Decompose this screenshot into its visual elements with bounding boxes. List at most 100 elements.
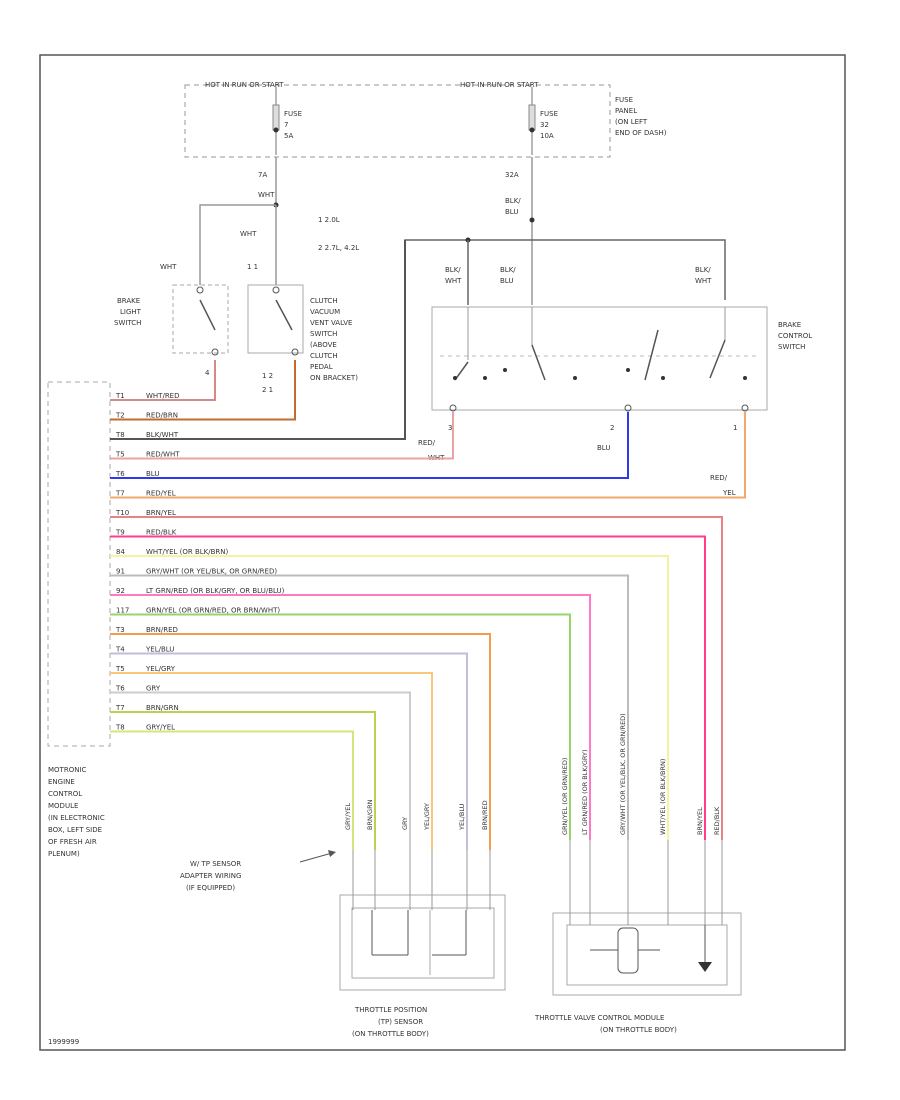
ecm-wire — [110, 240, 406, 440]
brake-light-pin: 4 — [205, 369, 210, 377]
ecm-wire-label: BRN/GRN — [146, 704, 179, 712]
ecm-wire — [110, 672, 433, 850]
ecm-label-line: PLENUM) — [48, 850, 80, 858]
ecm-wire-label: RED/WHT — [146, 451, 180, 459]
ecm-pin-label: T5 — [115, 451, 125, 459]
ecm-wire-label: WHT/YEL (OR BLK/BRN) — [146, 548, 229, 556]
brake-pin: 1 — [733, 424, 737, 432]
fuse-left-circuit: 7A — [258, 171, 267, 179]
ecm-wire-label: LT GRN/RED (OR BLK/GRY, OR BLU/BLU) — [146, 587, 285, 595]
ecm-wire-label: RED/BLK — [146, 529, 177, 537]
brake-wire-label: BLU — [500, 277, 513, 285]
ecm-wire-label: GRN/YEL (OR GRN/RED, OR BRN/WHT) — [146, 607, 280, 615]
ecm-wire — [110, 730, 354, 850]
ecm-label-line: CONTROL — [48, 790, 82, 798]
ecm-label-line: MODULE — [48, 802, 78, 810]
clutch-switch-line: (ABOVE — [310, 341, 337, 349]
tvcm-wire-label: BRN/YEL — [696, 807, 704, 835]
clutch-switch-label: CLUTCH VACUUM VENT VALVE SWITCH (ABOVE C… — [310, 297, 358, 382]
tp-wire-label: BRN/GRN — [366, 799, 374, 830]
ecm-pin-label: 84 — [116, 548, 125, 556]
ecm-wire — [110, 633, 491, 850]
clutch-switch — [247, 284, 304, 356]
brake-control-switch-label: CONTROL — [778, 332, 812, 340]
tvcm-wire-label: LT GRN/RED (OR BLK/GRY) — [581, 750, 589, 835]
tp-sensor-label: THROTTLE POSITION — [354, 1006, 427, 1014]
ecm-pin-label: T1 — [115, 392, 125, 400]
note-line: 1 2.0L — [318, 216, 340, 224]
ecm-wire-label: RED/BRN — [146, 412, 178, 420]
brake-light-switch-label: SWITCH — [114, 319, 141, 327]
ecm-connector-box — [47, 381, 111, 747]
adapter-line: (IF EQUIPPED) — [186, 884, 235, 892]
ecm-wire-label: BRN/YEL — [146, 509, 176, 517]
ecm-wire — [110, 691, 411, 850]
ecm-label-line: OF FRESH AIR — [48, 838, 97, 846]
ecm-pin-label: T8 — [115, 724, 125, 732]
ecm-pin-label: T6 — [115, 470, 125, 478]
ecm-wire — [110, 652, 468, 850]
brake-control-switch-label: SWITCH — [778, 343, 805, 351]
ecm-wire-label: RED/YEL — [146, 490, 176, 498]
blk-blu-label: BLU — [505, 208, 518, 216]
ecm-wire — [110, 360, 296, 421]
clutch-switch-line: ON BRACKET) — [310, 374, 358, 382]
ecm-wire-label: BLK/WHT — [146, 431, 179, 439]
ecm-pin-label: T8 — [115, 431, 125, 439]
ecm-wire — [110, 412, 454, 460]
brake-light-switch — [172, 284, 229, 356]
throttle-valve-control-module — [552, 912, 742, 996]
brake-wire-label: WHT — [695, 277, 712, 285]
tp-wire-label: YEL/GRY — [423, 803, 431, 831]
ecm-wire — [110, 555, 669, 840]
ecm-wire-label: BRN/RED — [146, 626, 178, 634]
ecm-pin-label: T2 — [115, 412, 125, 420]
fuse-panel-line: FUSE — [615, 96, 633, 104]
ecm-wire — [110, 711, 376, 850]
ecm-wire-label: GRY/YEL — [146, 724, 175, 732]
brake-wire-label: BLK/ — [500, 266, 516, 274]
adapter-line: W/ TP SENSOR — [190, 860, 241, 868]
tvcm-wire-label: RED/BLK — [713, 806, 721, 835]
clutch-switch-line: VACUUM — [310, 308, 340, 316]
clutch-switch-line: SWITCH — [310, 330, 337, 338]
wht-top-label: WHT — [258, 191, 275, 199]
brake-control-switch-label: BRAKE — [778, 321, 801, 329]
brake-light-switch-label: BRAKE — [117, 297, 140, 305]
ecm-pin-label: T7 — [115, 704, 125, 712]
fuse-left: FUSE 7 5A 7A — [258, 87, 302, 179]
ecm-pin-label: T4 — [115, 646, 125, 654]
brake-wire-label: BLK/ — [445, 266, 461, 274]
ecm-wire-label: WHT/RED — [146, 392, 180, 400]
fuse-left-amp: 5A — [284, 132, 293, 140]
tp-wire-label: GRY — [401, 817, 409, 830]
brake-wire-label: WHT — [445, 277, 462, 285]
brake-pin: 3 — [448, 424, 452, 432]
adapter-wiring-label: W/ TP SENSOR ADAPTER WIRING (IF EQUIPPED… — [180, 850, 336, 892]
ecm-pin-label: T10 — [115, 509, 129, 517]
ecm-label-line: BOX, LEFT SIDE — [48, 826, 102, 834]
brake-pin: 2 — [610, 424, 614, 432]
clutch-switch-line: PEDAL — [310, 363, 333, 371]
brake-out-color: RED/ — [710, 474, 728, 482]
blk-blu-label: BLK/ — [505, 197, 521, 205]
brake-wire-label: BLK/ — [695, 266, 711, 274]
tvcm-label: THROTTLE VALVE CONTROL MODULE — [534, 1014, 664, 1022]
ecm-wire — [110, 574, 629, 840]
ecm-wire — [110, 535, 706, 840]
clutch-switch-line: VENT VALVE — [310, 319, 352, 327]
ecm-pin-label: T5 — [115, 665, 125, 673]
tp-wire-label: GRY/YEL — [344, 803, 352, 830]
tvcm-wire-label: GRY/WHT (OR YEL/BLK, OR GRN/RED) — [619, 713, 627, 835]
clutch-pin-label: 1 1 — [247, 263, 258, 271]
ecm-pin-label: 117 — [116, 607, 129, 615]
tp-sensor-label: (TP) SENSOR — [378, 1018, 423, 1026]
ecm-pin-label: T7 — [115, 490, 125, 498]
ecm-pin-label: T3 — [115, 626, 125, 634]
ecm-pin-label: T9 — [115, 529, 125, 537]
ecm-label-line: (IN ELECTRONIC — [48, 814, 105, 822]
tp-sensor — [339, 894, 506, 991]
fuse-panel-line: END OF DASH) — [615, 129, 667, 137]
diagram-border — [39, 54, 846, 1051]
